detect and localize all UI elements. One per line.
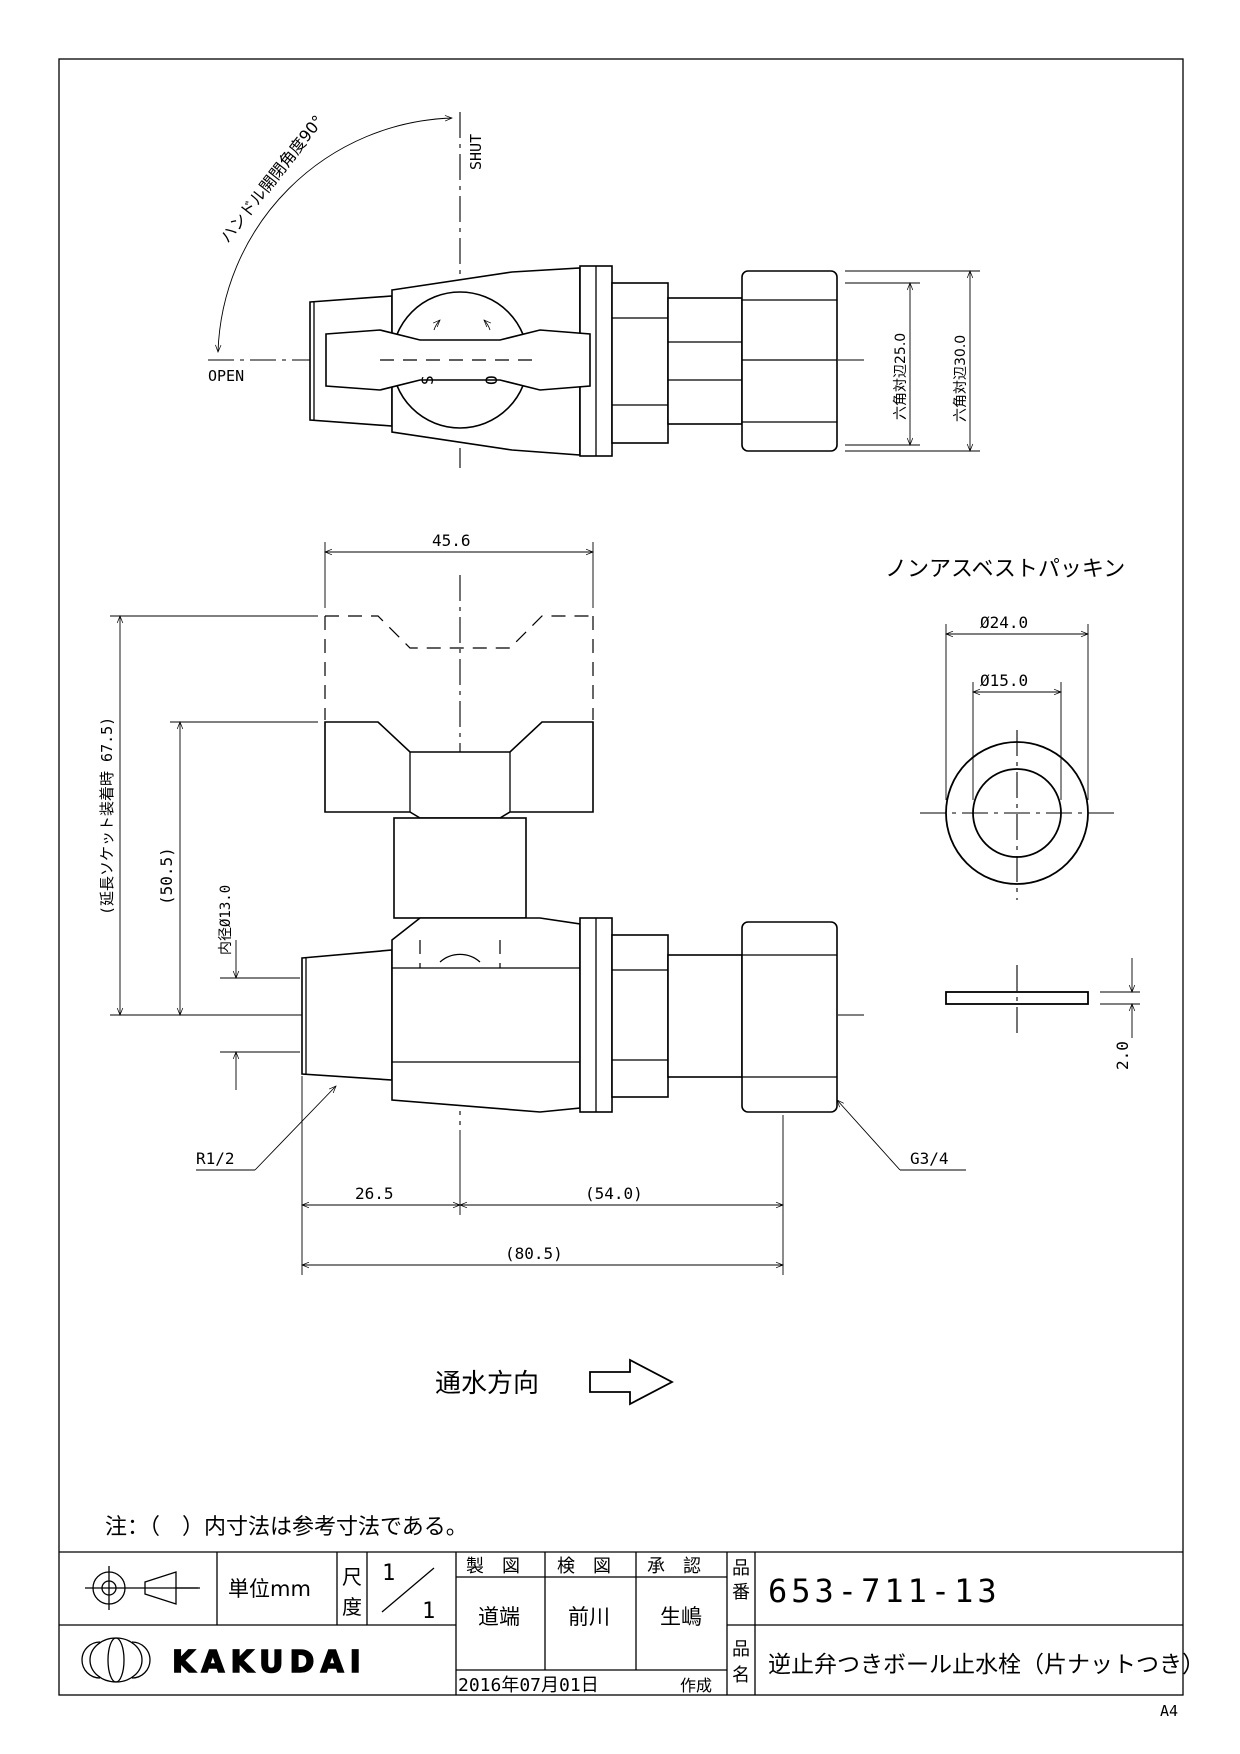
dim-total-label: (80.5) <box>505 1244 563 1263</box>
flow-arrow-icon <box>589 1358 674 1406</box>
height-total-label: (延長ソケット装着時 67.5) <box>98 717 116 915</box>
scale-label-1: 尺 <box>342 1565 362 1589</box>
checked-label: 検 図 <box>557 1556 611 1577</box>
dim-right-label: (54.0) <box>585 1184 643 1203</box>
inner-dia-label: 内径Ø13.0 <box>218 885 234 955</box>
flow-direction: 通水方向 <box>435 1358 674 1406</box>
shut-label: SHUT <box>467 134 485 170</box>
flow-label: 通水方向 <box>435 1369 539 1399</box>
made-by-label: 製 図 <box>466 1556 520 1577</box>
part-no-label-1: 品 <box>732 1558 750 1579</box>
scale-num: 1 <box>382 1561 395 1586</box>
name-label-1: 品 <box>732 1639 750 1660</box>
unit-label: 単位mm <box>228 1577 311 1601</box>
outer-dia-label: Ø24.0 <box>980 613 1028 632</box>
approved-name: 生嶋 <box>660 1605 702 1629</box>
mark-s: S <box>418 375 437 385</box>
part-no-label-2: 番 <box>732 1582 750 1603</box>
hex30-label: 六角対辺30.0 <box>953 335 969 422</box>
top-view: ハンドル開閉角度90° SHUT OPEN S O <box>208 112 980 468</box>
paper-size-label: A4 <box>1160 1702 1178 1720</box>
front-view: (延長ソケット装着時 67.5) (50.5) 内径Ø13.0 45.6 R1/… <box>98 531 966 1275</box>
logo-text: KAKUDAI <box>172 1645 367 1680</box>
thickness-label: 2.0 <box>1113 1041 1132 1070</box>
thread-left-label: R1/2 <box>196 1149 235 1168</box>
hex25-label: 六角対辺25.0 <box>893 333 909 420</box>
height-body-label: (50.5) <box>157 847 176 905</box>
part-number: 653-711-13 <box>768 1572 1001 1610</box>
packing-view: ノンアスベストパッキン Ø24.0 Ø15.0 2.0 <box>885 557 1140 1070</box>
drawing-frame <box>58 58 1184 1696</box>
scale-den: 1 <box>422 1599 435 1624</box>
product-name: 逆止弁つきボール止水栓（片ナットつき） <box>768 1652 1205 1678</box>
packing-title: ノンアスベストパッキン <box>885 557 1125 582</box>
kakudai-logo-icon: KAKUDAI <box>81 1637 367 1683</box>
projection-symbol-icon <box>85 1566 200 1610</box>
mark-o: O <box>482 375 501 385</box>
width-handle-label: 45.6 <box>432 531 471 550</box>
created-label: 作成 <box>680 1676 712 1695</box>
checked-name: 前川 <box>568 1605 610 1629</box>
made-by-name: 道端 <box>478 1605 520 1629</box>
inner-dia-packing-label: Ø15.0 <box>980 671 1028 690</box>
note-text: 注：（ ）内寸法は参考寸法である。 <box>105 1515 468 1540</box>
handle-angle-label: ハンドル開閉角度90° <box>216 112 327 247</box>
thread-right-label: G3/4 <box>910 1149 949 1168</box>
name-label-2: 名 <box>732 1665 750 1686</box>
scale-label-2: 度 <box>342 1595 362 1619</box>
open-label: OPEN <box>208 367 244 385</box>
title-block: 単位mm 尺 度 1 1 KAKUDAI 製 図 検 図 承 認 道端 前川 生… <box>59 1551 1205 1696</box>
dim-left-label: 26.5 <box>355 1184 394 1203</box>
approved-label: 承 認 <box>647 1556 701 1577</box>
date-label: 2016年07月01日 <box>458 1675 599 1696</box>
